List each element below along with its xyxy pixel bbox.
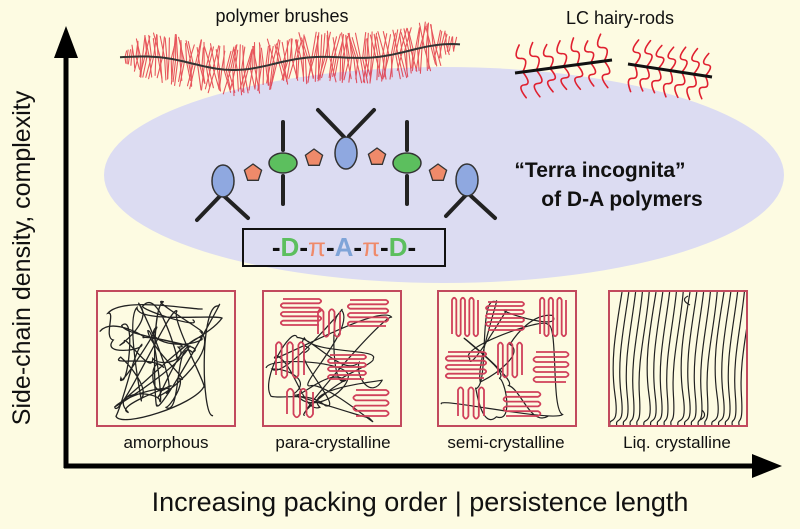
- donor-unit-left: [211, 164, 235, 198]
- panel-liq-crystalline: Liq. crystalline: [608, 290, 748, 452]
- panel-para-crystalline: para-crystalline: [262, 290, 402, 452]
- panel-label-liq-crystalline: Liq. crystalline: [623, 433, 731, 452]
- formula-box: [242, 228, 446, 267]
- axes: [54, 26, 782, 478]
- da-polymer-molecule: [195, 108, 497, 222]
- da-formula: -D-π-A-π-D-: [272, 232, 416, 262]
- x-axis-label: Increasing packing order | persistence l…: [152, 487, 689, 517]
- x-axis-arrowhead: [752, 454, 782, 478]
- terra-incognita-title-line2: of D-A polymers: [541, 188, 702, 211]
- lc-hairy-rods-illustration: [514, 33, 713, 101]
- lc-hairy-rods-label: LC hairy-rods: [566, 8, 674, 28]
- donor-unit-right: [455, 163, 479, 197]
- panel-label-amorphous: amorphous: [123, 433, 208, 452]
- pi-spacer-units: [243, 147, 448, 181]
- polymer-brushes-label: polymer brushes: [215, 6, 348, 26]
- y-axis-label: Side-chain density, complexity: [8, 90, 36, 425]
- green-unit-left: [268, 152, 298, 174]
- panel-amorphous: amorphous: [96, 290, 236, 452]
- terra-incognita-title-line1: “Terra incognita”: [514, 159, 685, 182]
- y-axis-arrowhead: [54, 26, 78, 58]
- side-chains: [195, 108, 497, 222]
- green-unit-right: [392, 152, 422, 174]
- donor-unit-center: [334, 136, 358, 170]
- panel-semi-crystalline: semi-crystalline: [437, 290, 577, 452]
- panel-label-para-crystalline: para-crystalline: [275, 433, 390, 452]
- polymer-brush-illustration: [119, 21, 461, 97]
- panel-label-semi-crystalline: semi-crystalline: [447, 433, 564, 452]
